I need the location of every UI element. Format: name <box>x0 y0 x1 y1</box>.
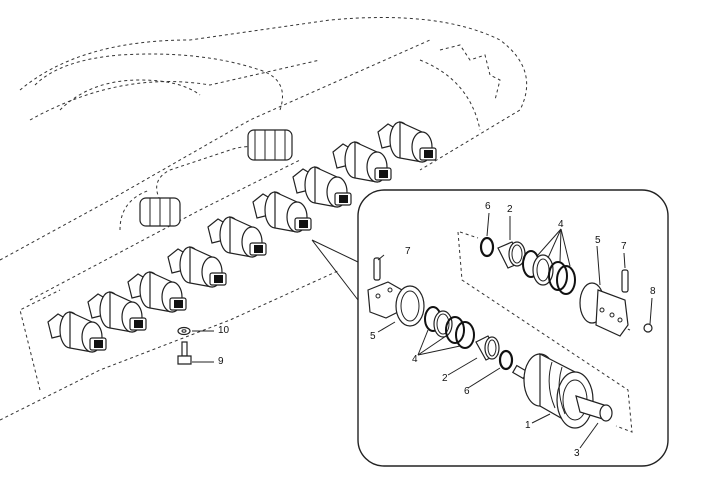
lower-seals <box>424 306 475 349</box>
lower-bushing <box>475 335 500 361</box>
lower-o-ring <box>498 349 514 371</box>
callout-6-upper: 6 <box>485 201 491 212</box>
callout-9: 9 <box>218 356 224 367</box>
washer <box>177 326 191 336</box>
callout-3: 3 <box>574 448 580 459</box>
track-roller <box>377 121 437 163</box>
callout-4-upper: 4 <box>558 219 564 230</box>
upper-seals <box>522 250 576 295</box>
track-roller <box>87 291 147 333</box>
track-roller <box>47 311 107 353</box>
track-frame <box>0 17 528 421</box>
plug <box>643 323 653 333</box>
track-roller <box>167 246 227 288</box>
callout-7-right: 7 <box>621 241 627 252</box>
track-roller <box>252 191 312 233</box>
leader-lines <box>377 212 653 449</box>
shaft <box>575 395 613 422</box>
roller <box>511 353 594 429</box>
track-roller <box>292 166 352 208</box>
upper-o-ring <box>479 236 495 258</box>
left-collar <box>367 281 425 327</box>
callout-2-upper: 2 <box>507 204 513 215</box>
bolt <box>177 341 192 365</box>
track-roller <box>332 141 392 183</box>
right-collar <box>579 282 629 337</box>
right-pin <box>621 269 629 293</box>
sprocket <box>139 129 293 227</box>
callout-5-right: 5 <box>595 235 601 246</box>
track-roller <box>127 271 187 313</box>
track-rollers <box>47 121 437 353</box>
callout-5-left: 5 <box>370 331 376 342</box>
callout-6-lower: 6 <box>464 386 470 397</box>
callout-7-left: 7 <box>405 246 411 257</box>
callout-2-lower: 2 <box>442 373 448 384</box>
callout-8: 8 <box>650 286 656 297</box>
callout-1: 1 <box>525 420 531 431</box>
callout-4-lower: 4 <box>412 354 418 365</box>
callout-10: 10 <box>218 325 230 336</box>
track-roller <box>207 216 267 258</box>
upper-bushing <box>497 241 526 269</box>
left-pin <box>373 257 381 281</box>
